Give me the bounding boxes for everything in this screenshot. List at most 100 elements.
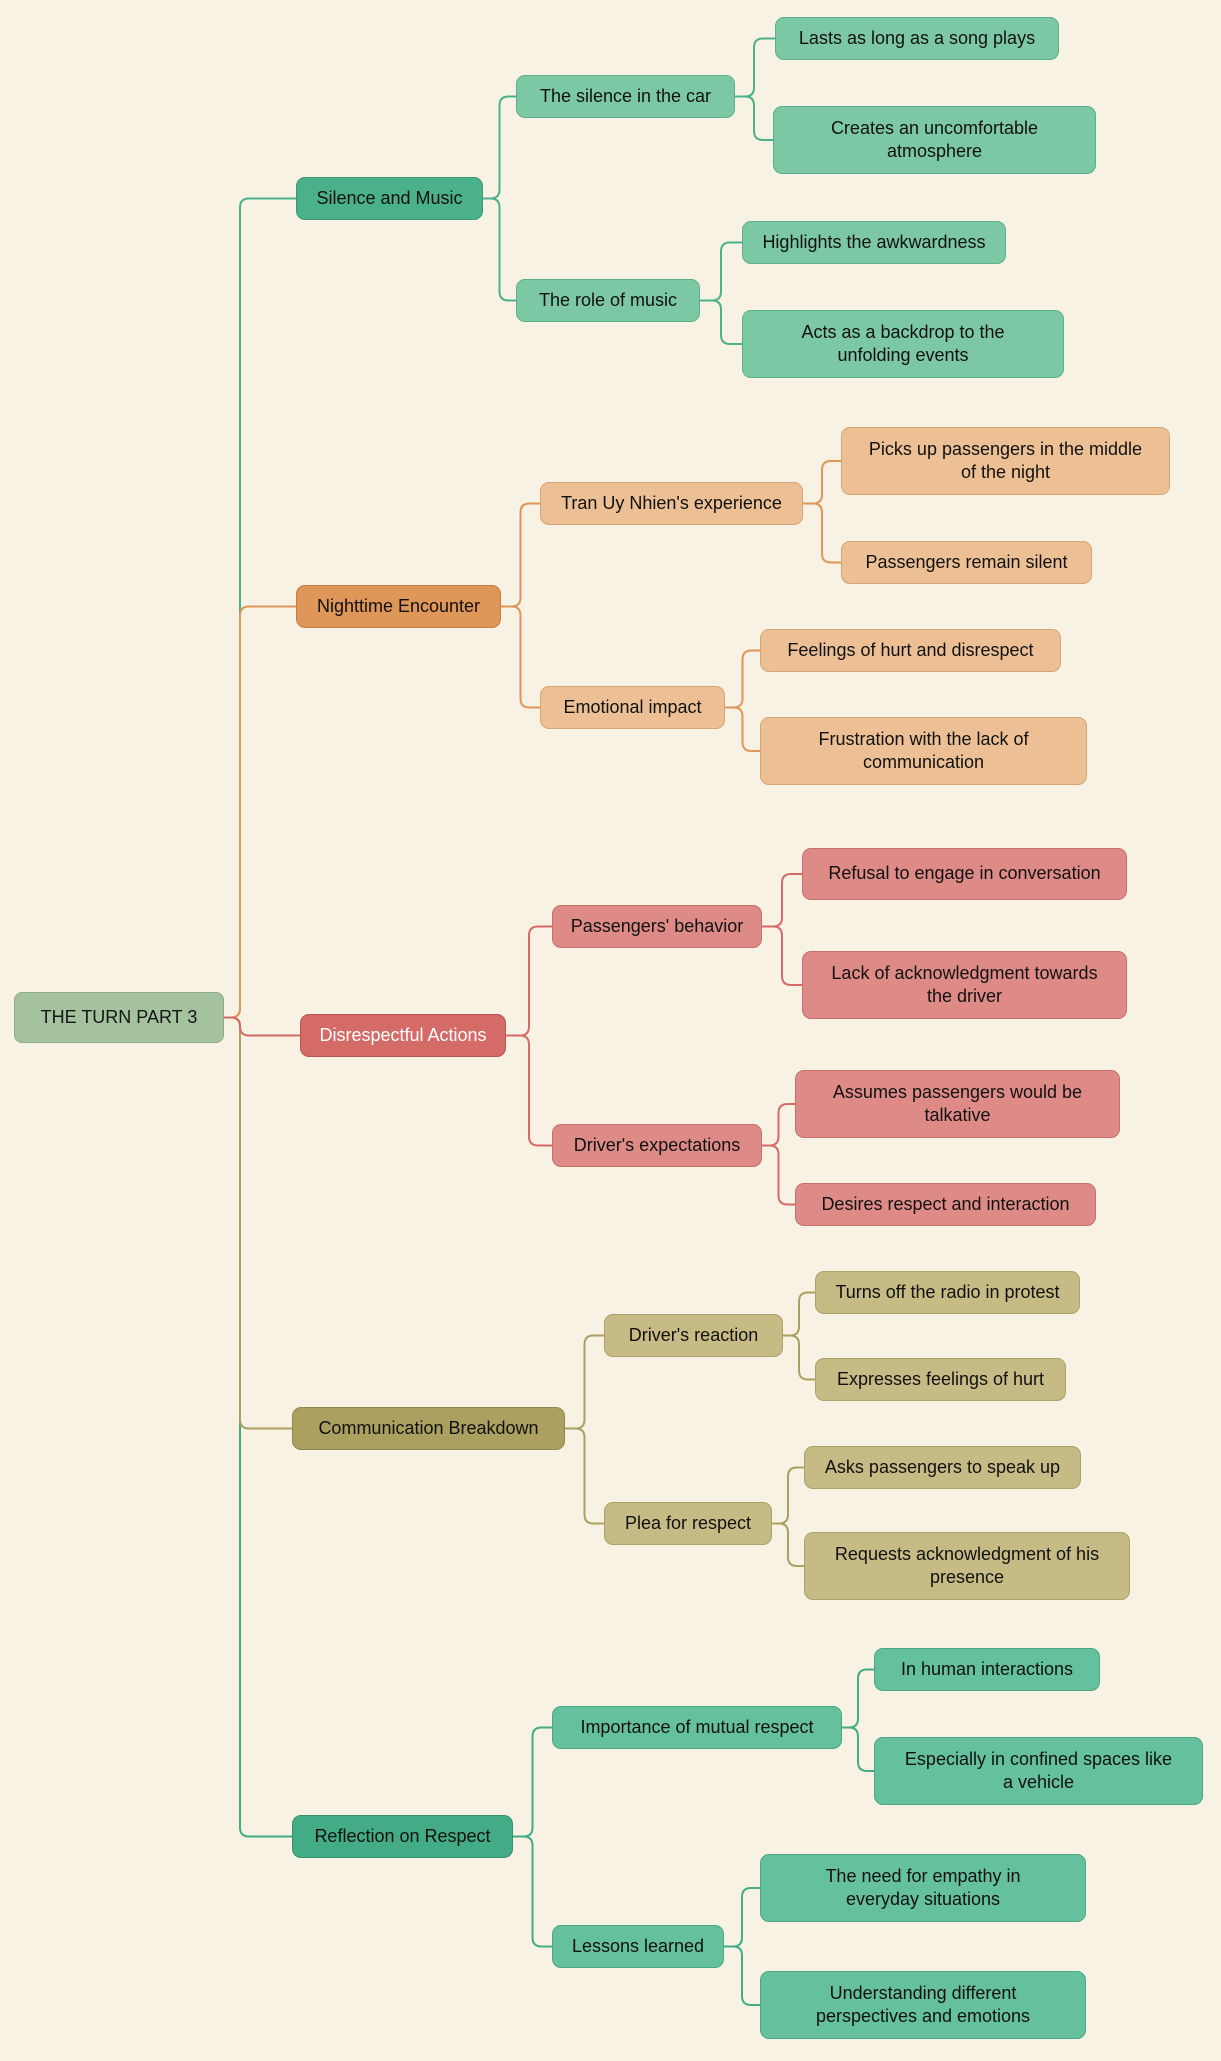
node-passengers-remain-silent[interactable]: Passengers remain silent [841, 541, 1092, 584]
connector-line [724, 649, 761, 709]
node-label: Requests acknowledgment of his presence [834, 1543, 1100, 1587]
connector-line [802, 460, 842, 505]
node-expresses-feelings-of-hurt[interactable]: Expresses feelings of hurt [815, 1358, 1066, 1401]
node-lessons-learned[interactable]: Lessons learned [552, 1925, 724, 1968]
node-understanding-different-perspectives-and-emotions[interactable]: Understanding different perspectives and… [760, 1971, 1086, 2039]
node-label: Lasts as long as a song plays [798, 27, 1036, 48]
connector-line [841, 1668, 875, 1729]
node-especially-in-confined-spaces-like-a-vehicle[interactable]: Especially in confined spaces like a veh… [874, 1737, 1203, 1805]
node-asks-passengers-to-speak-up[interactable]: Asks passengers to speak up [804, 1446, 1081, 1489]
connector-line [482, 95, 517, 200]
node-lasts-as-long-as-a-song-plays[interactable]: Lasts as long as a song plays [775, 17, 1059, 60]
node-communication-breakdown[interactable]: Communication Breakdown [292, 1407, 565, 1450]
node-label: Highlights the awkwardness [762, 231, 986, 252]
connector-line [564, 1427, 605, 1525]
node-label: Communication Breakdown [318, 1417, 539, 1438]
connector-line [505, 1034, 553, 1147]
node-label: Driver's reaction [628, 1324, 759, 1345]
connector-line [512, 1726, 553, 1838]
connector-line [223, 1016, 293, 1838]
node-label: Feelings of hurt and disrespect [787, 639, 1034, 660]
connector-line [699, 241, 743, 302]
node-plea-for-respect[interactable]: Plea for respect [604, 1502, 772, 1545]
connector-line [223, 1016, 293, 1430]
node-importance-of-mutual-respect[interactable]: Importance of mutual respect [552, 1706, 842, 1749]
node-label: Frustration with the lack of communicati… [818, 728, 1029, 772]
connector-line [782, 1334, 816, 1381]
connector-line [734, 37, 776, 98]
node-label: Tran Uy Nhien's experience [561, 492, 782, 513]
node-label: Picks up passengers in the middle of the… [868, 438, 1143, 482]
connector-line [699, 299, 743, 345]
connector-line [723, 1887, 761, 1948]
node-the-need-for-empathy-in-everyday-situations[interactable]: The need for empathy in everyday situati… [760, 1854, 1086, 1922]
node-reflection-on-respect[interactable]: Reflection on Respect [292, 1815, 513, 1858]
node-label: Importance of mutual respect [580, 1716, 814, 1737]
node-label: Understanding different perspectives and… [815, 1982, 1031, 2026]
node-creates-an-uncomfortable-atmosphere[interactable]: Creates an uncomfortable atmosphere [773, 106, 1096, 174]
node-requests-acknowledgment-of-his-presence[interactable]: Requests acknowledgment of his presence [804, 1532, 1130, 1600]
node-label: Disrespectful Actions [319, 1024, 487, 1045]
node-the-silence-in-the-car[interactable]: The silence in the car [516, 75, 735, 118]
node-label: Lack of acknowledgment towards the drive… [831, 962, 1098, 1006]
node-the-role-of-music[interactable]: The role of music [516, 279, 700, 322]
connector-line [761, 925, 803, 986]
connector-line [500, 605, 541, 709]
node-label: Lessons learned [571, 1935, 705, 1956]
node-acts-as-a-backdrop-to-the-unfolding-events[interactable]: Acts as a backdrop to the unfolding even… [742, 310, 1064, 378]
connector-line [761, 1103, 796, 1147]
node-label: Creates an uncomfortable atmosphere [830, 117, 1039, 161]
connector-line [564, 1334, 605, 1430]
connector-line [782, 1291, 816, 1337]
node-desires-respect-and-interaction[interactable]: Desires respect and interaction [795, 1183, 1096, 1226]
node-passengers-behavior[interactable]: Passengers' behavior [552, 905, 762, 948]
node-disrespectful-actions[interactable]: Disrespectful Actions [300, 1014, 506, 1057]
node-the-turn-part-3[interactable]: THE TURN PART 3 [14, 992, 224, 1043]
node-label: Reflection on Respect [314, 1825, 491, 1846]
connector-line [223, 197, 297, 1019]
node-label: Passengers remain silent [865, 551, 1068, 572]
connector-line [841, 1726, 875, 1772]
node-label: Passengers' behavior [570, 915, 744, 936]
node-label: The silence in the car [539, 85, 712, 106]
node-highlights-the-awkwardness[interactable]: Highlights the awkwardness [742, 221, 1006, 264]
node-driver-s-expectations[interactable]: Driver's expectations [552, 1124, 762, 1167]
node-feelings-of-hurt-and-disrespect[interactable]: Feelings of hurt and disrespect [760, 629, 1061, 672]
connector-line [761, 1144, 796, 1206]
node-tran-uy-nhien-s-experience[interactable]: Tran Uy Nhien's experience [540, 482, 803, 525]
node-nighttime-encounter[interactable]: Nighttime Encounter [296, 585, 501, 628]
node-assumes-passengers-would-be-talkative[interactable]: Assumes passengers would be talkative [795, 1070, 1120, 1138]
node-label: In human interactions [900, 1658, 1074, 1679]
node-driver-s-reaction[interactable]: Driver's reaction [604, 1314, 783, 1357]
node-frustration-with-the-lack-of-communication[interactable]: Frustration with the lack of communicati… [760, 717, 1087, 785]
node-in-human-interactions[interactable]: In human interactions [874, 1648, 1100, 1691]
node-label: Silence and Music [316, 187, 463, 208]
connector-line [505, 925, 553, 1037]
node-lack-of-acknowledgment-towards-the-driver[interactable]: Lack of acknowledgment towards the drive… [802, 951, 1127, 1019]
node-label: Assumes passengers would be talkative [832, 1081, 1083, 1125]
node-label: The role of music [538, 289, 678, 310]
connector-line [761, 873, 803, 928]
node-refusal-to-engage-in-conversation[interactable]: Refusal to engage in conversation [802, 848, 1127, 900]
connector-line [734, 95, 774, 141]
connector-line [724, 706, 761, 752]
connector-line [223, 1016, 301, 1037]
node-label: Asks passengers to speak up [824, 1456, 1061, 1477]
node-picks-up-passengers-in-the-middle-of-the-night[interactable]: Picks up passengers in the middle of the… [841, 427, 1170, 495]
node-label: Emotional impact [563, 696, 702, 717]
node-label: Plea for respect [624, 1512, 752, 1533]
node-emotional-impact[interactable]: Emotional impact [540, 686, 725, 729]
node-label: The need for empathy in everyday situati… [825, 1865, 1021, 1909]
connector-line [771, 1522, 805, 1567]
connector-line [512, 1835, 553, 1948]
node-label: Especially in confined spaces like a veh… [904, 1748, 1173, 1792]
node-label: Driver's expectations [573, 1134, 741, 1155]
connector-line [482, 197, 517, 302]
node-label: Refusal to engage in conversation [828, 863, 1101, 884]
node-label: Nighttime Encounter [316, 595, 481, 616]
node-silence-and-music[interactable]: Silence and Music [296, 177, 483, 220]
connector-line [723, 1945, 761, 2006]
node-turns-off-the-radio-in-protest[interactable]: Turns off the radio in protest [815, 1271, 1080, 1314]
node-label: THE TURN PART 3 [40, 1006, 198, 1027]
